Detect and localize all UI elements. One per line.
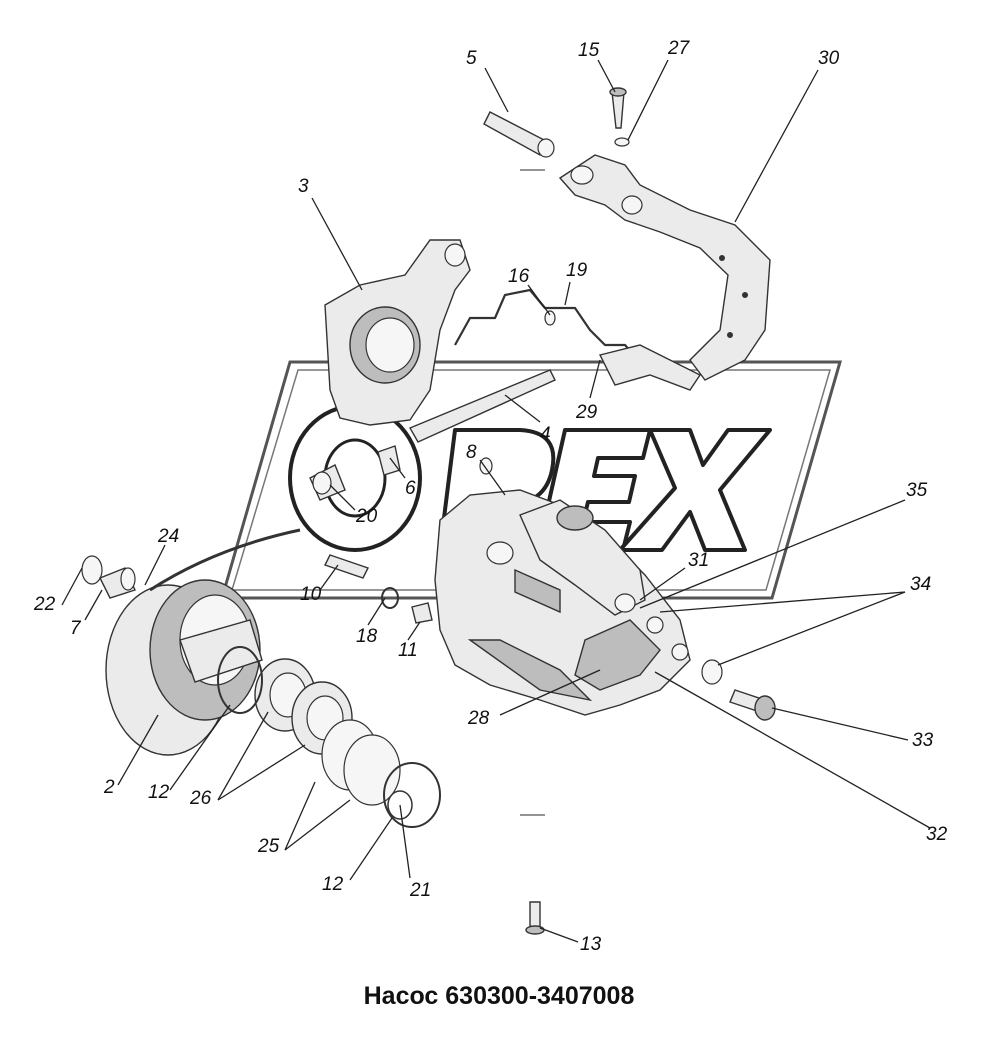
leader-24 bbox=[144, 544, 166, 586]
pump-body-28 bbox=[434, 489, 691, 716]
washer-34 bbox=[701, 659, 723, 685]
leader-5 bbox=[484, 67, 509, 113]
leader-6 bbox=[389, 457, 406, 479]
callout-7: 7 bbox=[70, 618, 82, 639]
callout-4: 4 bbox=[540, 424, 551, 445]
snap-ring-21 bbox=[383, 762, 441, 828]
leader-16 bbox=[527, 284, 551, 316]
leader-3 bbox=[311, 197, 363, 291]
callout-5: 5 bbox=[466, 48, 477, 69]
leader-33 bbox=[771, 707, 909, 741]
leader-19 bbox=[564, 281, 571, 306]
ring-12-b bbox=[387, 790, 413, 820]
callout-35: 35 bbox=[906, 480, 928, 501]
pulley-2 bbox=[105, 579, 263, 756]
callout-19: 19 bbox=[566, 260, 588, 281]
leader-4 bbox=[504, 394, 541, 423]
leader-29 bbox=[589, 359, 601, 399]
watermark-gear-outline bbox=[454, 288, 641, 363]
nut-11 bbox=[411, 602, 433, 624]
callouts: 5 15 27 30 3 16 19 29 4 8 6 20 35 24 22 … bbox=[33, 38, 948, 955]
callout-29: 29 bbox=[575, 402, 598, 423]
callout-28: 28 bbox=[467, 708, 490, 729]
pin-16 bbox=[544, 310, 556, 326]
leader-34a bbox=[659, 591, 906, 613]
callout-15: 15 bbox=[578, 40, 600, 61]
callout-34: 34 bbox=[910, 574, 931, 595]
callout-22: 22 bbox=[33, 594, 56, 615]
leader-30 bbox=[734, 69, 819, 223]
callout-13: 13 bbox=[580, 934, 602, 955]
callout-16: 16 bbox=[508, 266, 530, 287]
pin-5 bbox=[483, 111, 555, 158]
leader-12b bbox=[349, 817, 393, 881]
leader-13 bbox=[539, 927, 579, 943]
callout-3: 3 bbox=[298, 176, 309, 197]
belt-24 bbox=[149, 528, 301, 592]
leader-25b bbox=[284, 799, 351, 851]
callout-12-b: 12 bbox=[322, 874, 344, 895]
bracket-30 bbox=[558, 154, 771, 391]
callout-8: 8 bbox=[466, 442, 477, 463]
leader-22 bbox=[61, 567, 83, 606]
leader-15 bbox=[597, 59, 616, 93]
leader-25a bbox=[284, 781, 316, 851]
bolt-33 bbox=[729, 689, 776, 721]
callout-6: 6 bbox=[405, 478, 416, 499]
callout-30: 30 bbox=[818, 48, 840, 69]
ring-22 bbox=[81, 555, 103, 585]
callout-24: 24 bbox=[157, 526, 179, 547]
callout-20: 20 bbox=[355, 506, 378, 527]
parts bbox=[81, 87, 776, 935]
callout-11: 11 bbox=[398, 640, 418, 661]
diagram-caption: Насос 630300-3407008 bbox=[363, 982, 635, 1010]
leader-8 bbox=[479, 459, 506, 496]
washer-27 bbox=[614, 137, 630, 147]
leader-28 bbox=[499, 669, 601, 716]
leader-2 bbox=[117, 714, 159, 786]
callout-26: 26 bbox=[189, 788, 212, 809]
nut-6 bbox=[377, 445, 401, 476]
bolt-13 bbox=[525, 901, 545, 935]
callout-33: 33 bbox=[912, 730, 934, 751]
leader-26a bbox=[217, 711, 269, 801]
leader-35 bbox=[639, 499, 906, 609]
leader-20 bbox=[329, 484, 356, 511]
leader-10 bbox=[319, 564, 339, 591]
leader-11 bbox=[407, 621, 421, 641]
leader-7 bbox=[84, 589, 103, 621]
shaft-4 bbox=[408, 369, 556, 443]
callout-18: 18 bbox=[356, 626, 378, 647]
bolt-15 bbox=[609, 87, 627, 129]
leader-34b bbox=[717, 591, 906, 666]
callout-25: 25 bbox=[257, 836, 280, 857]
leader-27 bbox=[627, 59, 669, 141]
leader-lines bbox=[61, 59, 931, 943]
washer-25-b bbox=[343, 734, 401, 806]
ring-18 bbox=[381, 587, 399, 609]
pin-10 bbox=[324, 554, 369, 579]
callout-2: 2 bbox=[103, 777, 115, 798]
ring-12-a bbox=[217, 646, 263, 714]
housing-3 bbox=[324, 239, 471, 426]
callout-10: 10 bbox=[300, 584, 322, 605]
valve-block-31 bbox=[514, 499, 646, 616]
callout-27: 27 bbox=[667, 38, 691, 59]
callout-32: 32 bbox=[926, 824, 948, 845]
leader-31 bbox=[639, 567, 686, 601]
leader-18 bbox=[367, 597, 386, 626]
ring-8 bbox=[479, 457, 493, 475]
leader-32 bbox=[654, 671, 931, 829]
callout-21: 21 bbox=[409, 880, 431, 901]
leader-26b bbox=[217, 744, 306, 801]
bushing-7 bbox=[99, 567, 136, 599]
leader-12a bbox=[169, 704, 231, 791]
callout-31: 31 bbox=[688, 550, 709, 571]
callout-12-a: 12 bbox=[148, 782, 170, 803]
leader-21 bbox=[399, 804, 411, 879]
